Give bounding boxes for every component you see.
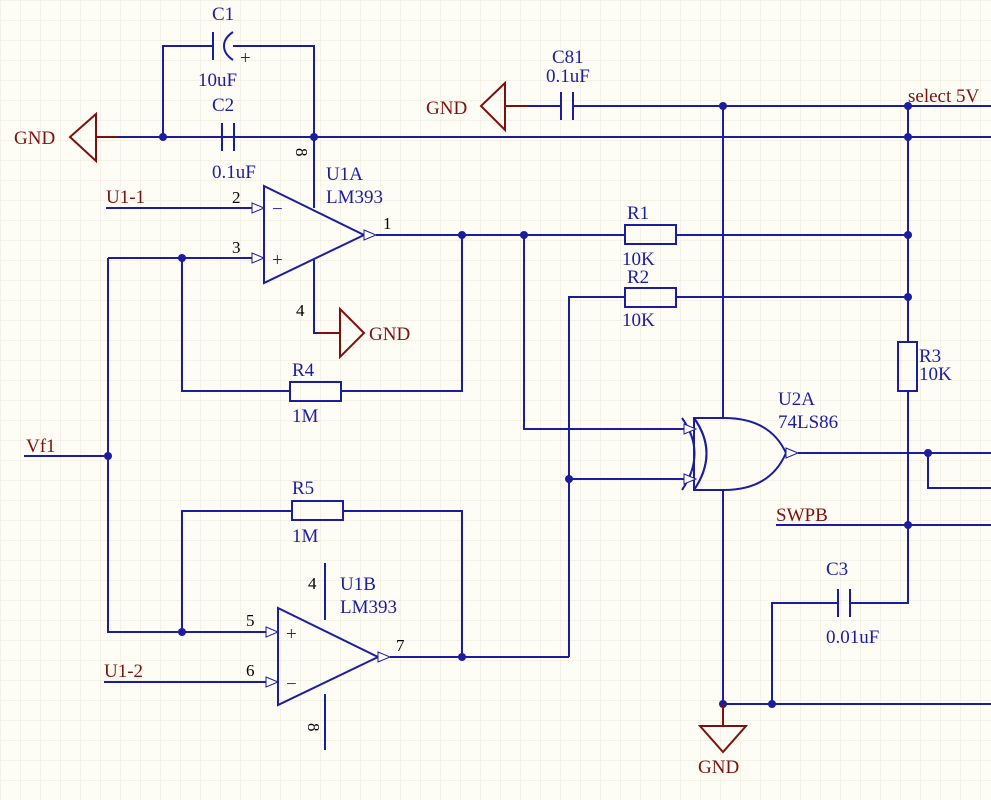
u1a-pin-1: 1 [383,214,392,233]
u1a-pin-8: 8 [292,148,311,157]
u1b-pin-4: 4 [308,574,317,593]
capacitor-c1: + C1 10uF [198,4,251,91]
resistor-r5: R5 1M [291,478,344,547]
c1-value: 10uF [198,70,237,91]
gnd-left-label: GND [14,128,55,149]
r1-ref: R1 [627,203,649,224]
capacitor-c2: C2 0.1uF [212,95,256,183]
u2a-ref: U2A [778,389,815,410]
u1b-minus-sign: − [286,674,297,695]
r5-value: 1M [292,526,319,547]
u1a-plus-sign: + [272,250,283,271]
gnd-c81-label: GND [426,98,467,119]
r4-value: 1M [292,406,319,427]
u1a-value: LM393 [326,187,383,208]
u2a-value: 74LS86 [778,412,838,433]
gnd-symbol-u1a: GND [318,306,410,360]
u1b-ref: U1B [340,574,376,595]
u1b-pin-6: 6 [246,661,255,680]
c81-ref: C81 [552,47,584,68]
xor-gate-u2a: U2A 74LS86 [681,389,838,491]
c1-ref: C1 [212,4,234,25]
junctions [104,102,932,708]
comparator-u1b: + − 5 6 7 4 8 U1B LM393 [246,574,405,732]
u1b-pin-8: 8 [304,723,323,732]
gnd-symbol-c81: GND [426,80,528,133]
gnd-u1a-label: GND [369,324,410,345]
r5-ref: R5 [292,478,314,499]
r3-ref: R3 [919,346,941,367]
net-label-u1-2: U1-2 [104,661,143,682]
net-label-u1-1: U1-1 [106,187,145,208]
resistor-r2: R2 10K [622,267,677,331]
r3-value: 10K [919,364,952,385]
u1b-pin-7: 7 [396,636,405,655]
u1b-value: LM393 [340,597,397,618]
u1a-pin-3: 3 [232,238,241,257]
c2-value: 0.1uF [212,162,256,183]
r2-value: 10K [622,310,655,331]
gnd-bottom-label: GND [698,757,739,778]
r4-ref: R4 [292,360,315,381]
gnd-symbol-left: GND [14,111,118,164]
u1a-minus-sign: − [272,199,283,220]
resistor-r3: R3 10K [897,341,952,392]
net-label-select-5v: select 5V [908,86,980,107]
u1a-ref: U1A [326,164,363,185]
r2-ref: R2 [627,267,649,288]
c1-polarity-mark: + [240,48,251,69]
net-label-vf1: Vf1 [26,436,56,457]
resistor-r4: R4 1M [289,360,342,427]
c2-ref: C2 [212,95,234,116]
u1a-pin-2: 2 [232,188,241,207]
u1a-pin-4: 4 [296,301,305,320]
u1b-pin-5: 5 [246,611,255,630]
c3-ref: C3 [826,559,848,580]
c3-value: 0.01uF [826,627,879,648]
u1b-plus-sign: + [286,624,297,645]
capacitor-c81: C81 0.1uF [546,47,590,120]
gnd-symbol-bottom: GND [697,704,749,778]
comparator-u1a: − + 2 3 1 4 8 U1A LM393 [232,148,392,320]
resistor-r1: R1 10K [622,203,677,270]
net-label-swpb: SWPB [776,505,828,526]
c81-value: 0.1uF [546,66,590,87]
capacitor-c3: C3 0.01uF [826,559,879,648]
r1-value: 10K [622,249,655,270]
